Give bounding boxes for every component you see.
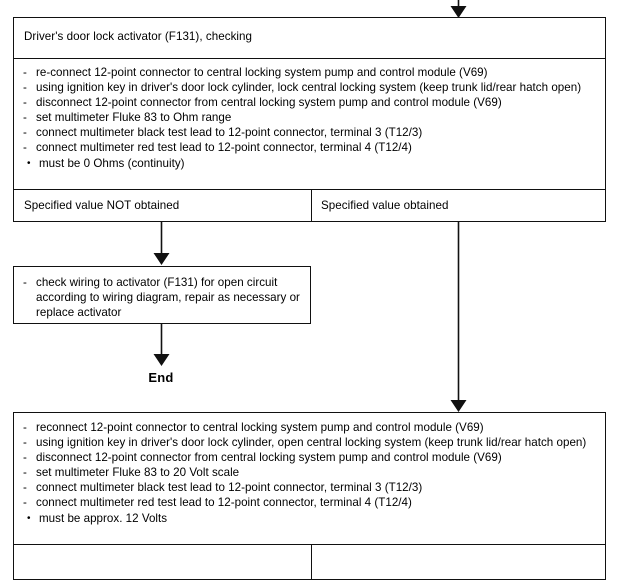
results-row: Specified value NOT obtained Specified v… xyxy=(14,189,605,221)
list-item-label: set multimeter Fluke 83 to Ohm range xyxy=(36,111,232,125)
list-item-label: connect multimeter red test lead to 12-p… xyxy=(36,141,412,155)
list-marker: - xyxy=(23,451,27,465)
list-item-result: • must be 0 Ohms (continuity) xyxy=(20,156,599,171)
bullet-marker: • xyxy=(27,157,31,169)
list-marker: - xyxy=(23,96,27,110)
remedy-block: - check wiring to activator (F131) for o… xyxy=(13,266,311,324)
list-item-label: check wiring to activator (F131) for ope… xyxy=(36,276,300,320)
bullet-marker: • xyxy=(27,512,31,524)
arrow-obtained-to-bottom xyxy=(450,222,467,412)
arrow-into-top-block xyxy=(450,0,467,18)
arrow-not-obtained-to-remedy xyxy=(153,222,170,265)
list-item: - set multimeter Fluke 83 to 20 Volt sca… xyxy=(20,465,599,480)
result-obtained-label: Specified value obtained xyxy=(321,199,449,212)
list-item: - connect multimeter red test lead to 12… xyxy=(20,140,599,155)
bottom-results-column-divider xyxy=(311,544,312,579)
list-marker: - xyxy=(23,481,27,495)
list-marker: - xyxy=(23,66,27,79)
top-block-step-list: - re-connect 12-point connector to centr… xyxy=(20,65,599,171)
top-block-results-divider xyxy=(14,189,605,190)
list-marker: - xyxy=(23,276,27,289)
list-item: - check wiring to activator (F131) for o… xyxy=(20,275,304,320)
top-block-header: Driver's door lock activator (F131), che… xyxy=(14,18,605,58)
top-check-block: Driver's door lock activator (F131), che… xyxy=(13,17,606,222)
list-item: - disconnect 12-point connector from cen… xyxy=(20,450,599,465)
flowchart-canvas: Driver's door lock activator (F131), che… xyxy=(13,0,606,580)
list-item: - connect multimeter black test lead to … xyxy=(20,125,599,140)
list-item-label: re-connect 12-point connector to central… xyxy=(36,66,488,79)
list-item-label: must be 0 Ohms (continuity) xyxy=(39,156,185,170)
top-block-header-divider xyxy=(14,58,605,59)
list-item-label: disconnect 12-point connector from centr… xyxy=(36,96,502,110)
list-item: - reconnect 12-point connector to centra… xyxy=(20,420,599,435)
list-item-label: disconnect 12-point connector from centr… xyxy=(36,451,502,465)
list-item: - set multimeter Fluke 83 to Ohm range xyxy=(20,110,599,125)
list-item-label: must be approx. 12 Volts xyxy=(39,511,168,525)
list-marker: - xyxy=(23,421,27,434)
remedy-step-list: - check wiring to activator (F131) for o… xyxy=(20,275,304,320)
list-item: - re-connect 12-point connector to centr… xyxy=(20,65,599,80)
list-item-result: • must be approx. 12 Volts xyxy=(20,511,599,526)
list-marker: - xyxy=(23,466,27,480)
page-title: Driver's door lock activator (F131), che… xyxy=(24,30,253,43)
bottom-block-results-divider xyxy=(14,544,605,545)
list-item: - disconnect 12-point connector from cen… xyxy=(20,95,599,110)
list-item-label: using ignition key in driver's door lock… xyxy=(36,81,582,95)
list-item: - connect multimeter red test lead to 12… xyxy=(20,495,599,510)
result-not-obtained-label: Specified value NOT obtained xyxy=(24,199,180,212)
list-item: - using ignition key in driver's door lo… xyxy=(20,80,599,95)
results-column-divider xyxy=(311,189,312,221)
list-item: - connect multimeter black test lead to … xyxy=(20,480,599,495)
bottom-results-row xyxy=(14,544,605,579)
list-marker: - xyxy=(23,126,27,140)
list-item-label: connect multimeter black test lead to 12… xyxy=(36,126,423,140)
arrow-remedy-to-end xyxy=(153,324,170,366)
list-marker: - xyxy=(23,436,27,450)
list-item-label: connect multimeter red test lead to 12-p… xyxy=(36,496,412,510)
list-item-label: using ignition key in driver's door lock… xyxy=(36,436,587,450)
list-item-label: connect multimeter black test lead to 12… xyxy=(36,481,423,495)
bottom-block-step-list: - reconnect 12-point connector to centra… xyxy=(20,420,599,526)
bottom-check-block: - reconnect 12-point connector to centra… xyxy=(13,412,606,580)
list-marker: - xyxy=(23,141,27,155)
list-marker: - xyxy=(23,81,27,95)
list-marker: - xyxy=(23,111,27,125)
list-item: - using ignition key in driver's door lo… xyxy=(20,435,599,450)
list-marker: - xyxy=(23,496,27,510)
list-item-label: set multimeter Fluke 83 to 20 Volt scale xyxy=(36,466,240,480)
end-terminator-label: End xyxy=(148,370,174,385)
list-item-label: reconnect 12-point connector to central … xyxy=(36,421,484,434)
